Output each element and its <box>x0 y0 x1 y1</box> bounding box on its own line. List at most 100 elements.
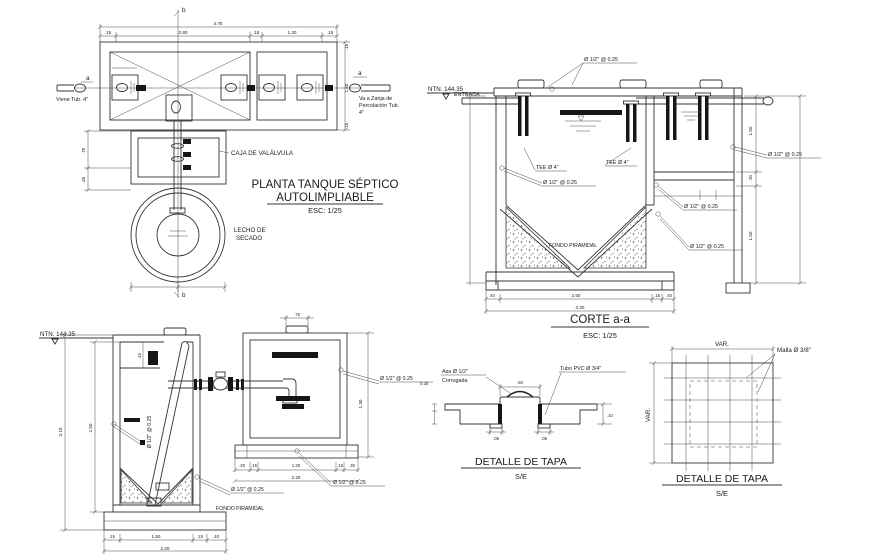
cover-plan-dim-lines <box>649 346 774 464</box>
bb-tank2-base <box>234 444 359 459</box>
aa-dim-right-bot: 1.50 <box>748 231 753 240</box>
plan-valve-box-label: CAJA DE VALÁLVULA <box>231 150 294 157</box>
plan-dim-seg4: 1.30 <box>288 30 297 35</box>
cover-section-scale: S/E <box>515 472 527 481</box>
cover-plan-inner-dashed <box>689 380 758 448</box>
bb-tank2-base-lines <box>235 445 358 458</box>
aa-transfer-pipes <box>636 97 764 105</box>
aa-rebar-label-right-low: Ø 1/2" @ 0.25 <box>690 244 724 250</box>
plan-valve-box-leader <box>218 150 230 154</box>
plan-scale: ESC: 1/25 <box>308 206 342 215</box>
plan-subtitle: AUTOLIMPLIABLE <box>276 192 374 204</box>
cover-plan-dim-height: VAR. <box>645 408 652 422</box>
bb-dim-overall: 2.20 <box>161 546 170 551</box>
aa-concrete-hatch-right <box>583 206 647 269</box>
plan-outlet-label-2: Percolación Tub. <box>359 103 399 109</box>
aa-chimney-2 <box>619 79 647 89</box>
bb-bottom-label: FONDO PIRAMIDAL <box>216 506 264 512</box>
aa-dim-b2: 2.50 <box>572 293 581 298</box>
bb-pipe-bracket <box>155 482 170 491</box>
cover-plan-dim-ticks <box>651 346 776 466</box>
cover-handle-label-2: Corrugada <box>442 378 467 384</box>
cover-plan-mesh-leaders <box>745 353 776 393</box>
bb-inlet-fitting <box>148 351 158 365</box>
bb-tank2-dim-2: .15 <box>251 463 257 468</box>
aa-scale: ESC: 1/25 <box>583 331 617 340</box>
bb-dim-left-outer: 3.10 <box>58 427 63 436</box>
plan-left-chamber-diagonals <box>109 51 251 121</box>
plan-dim-seg5: .15 <box>327 30 334 35</box>
cover-leg-right <box>538 404 542 424</box>
aa-chimney-3 <box>699 79 723 89</box>
cover-plan-mesh-label: Malla Ø 3/8" <box>777 347 811 354</box>
bb-tank1-structure <box>112 334 201 512</box>
aa-rebar-label-right-top: Ø 1/2" @ 0.25 <box>768 152 802 158</box>
plan-inlet-end <box>74 83 86 93</box>
plan-view: 4.75 .15 2.80 .15 1.30 .15 .15 1.50 .15 … <box>56 7 399 299</box>
aa-dim-right-top: 1.50 <box>748 126 753 135</box>
bb-dim-b4: .40 <box>213 534 219 539</box>
aa-dim-b1: .40 <box>489 293 495 298</box>
aa-scum-layer <box>560 110 622 115</box>
plan-marker-lines <box>81 10 367 298</box>
bb-tank1-chimney <box>163 327 187 336</box>
bb-hatch-right <box>161 468 193 504</box>
aa-dim-b4: .40 <box>666 293 672 298</box>
section-aa-view: NTN. 144.35 <box>427 57 821 340</box>
bb-dim-b3: .15 <box>197 534 203 539</box>
plan-dim-right-bot: .15 <box>344 122 349 129</box>
bb-dim-lines-bottom <box>103 530 227 554</box>
aa-tee-label-right: TEE Ø 4" <box>606 160 629 166</box>
aa-datum-triangle <box>442 93 450 100</box>
bb-dim-inner-top: .45 <box>137 352 142 358</box>
plan-dim-seg3: .15 <box>253 30 260 35</box>
bb-tank2-internals <box>272 352 318 409</box>
aa-inlet-label: ENTRADA <box>454 92 480 98</box>
aa-dim-right-mid: .30 <box>748 174 753 180</box>
plan-section-marker-b-top: b <box>182 7 186 14</box>
bb-tank2-rebar-right: Ø 1/2" @ 0.25 <box>380 376 413 382</box>
bb-inclined-pipe <box>147 341 190 506</box>
plan-drying-bed-label-2: SECADO <box>236 235 262 242</box>
bb-tank2-rebar-bottom: Ø 1/2" @ 0.25 <box>333 480 366 486</box>
plan-section-marker-b-bottom: b <box>182 292 186 299</box>
aa-water-symbol <box>565 111 701 132</box>
cover-foot-right <box>537 423 551 429</box>
cover-foot-left <box>489 423 503 429</box>
plan-right-chamber <box>256 51 328 121</box>
bb-dim-b1: .15 <box>109 534 115 539</box>
bb-hatch-left <box>120 468 153 504</box>
cover-dim-foot-left: .05 <box>493 436 499 441</box>
plan-section-marker-a-left: a <box>86 75 90 82</box>
plan-dim-left-upper: .75 <box>81 147 86 154</box>
aa-dim-b3: .15 <box>654 293 660 298</box>
bb-valve <box>194 371 244 391</box>
cover-pipe-label: Tubo PVC Ø 3/4" <box>560 366 601 372</box>
cover-handle <box>506 390 534 398</box>
plan-outlet-end <box>349 83 361 93</box>
bb-tank2-dim-top: .75 <box>294 312 300 317</box>
plan-inlet-pipe <box>56 84 74 92</box>
plan-drying-bed-label-1: LECHO DE <box>234 227 266 234</box>
aa-tees <box>515 92 711 142</box>
plan-valve-box-inner <box>137 137 220 178</box>
bb-leaders <box>111 421 284 496</box>
plan-vertical-pipe <box>173 121 182 210</box>
cover-plan-scale: S/E <box>716 489 728 498</box>
aa-dim-lines <box>466 95 806 314</box>
plan-dim-right-top: .15 <box>344 43 349 50</box>
cover-dim-ticks <box>487 384 606 435</box>
cover-dim-lines <box>432 384 612 435</box>
aa-outlet-end <box>762 96 774 106</box>
plan-dim-lines <box>84 24 350 292</box>
aa-leaders <box>499 62 821 251</box>
cover-plan-dim-width: VAR. <box>715 341 729 348</box>
aa-rebar-label-right-mid: Ø 1/2" @ 0.25 <box>684 204 718 210</box>
bb-datum-triangle <box>51 338 59 345</box>
plan-title: PLANTA TANQUE SÉPTICO <box>252 178 399 191</box>
bb-tank2-inner <box>249 339 341 439</box>
aa-bottom-label: FONDO PIRAMIDAL <box>549 243 597 249</box>
aa-rebar-label-top: Ø 1/2" @ 0.25 <box>584 57 618 63</box>
bb-tank2-dim-overall: 2.20 <box>292 475 301 480</box>
